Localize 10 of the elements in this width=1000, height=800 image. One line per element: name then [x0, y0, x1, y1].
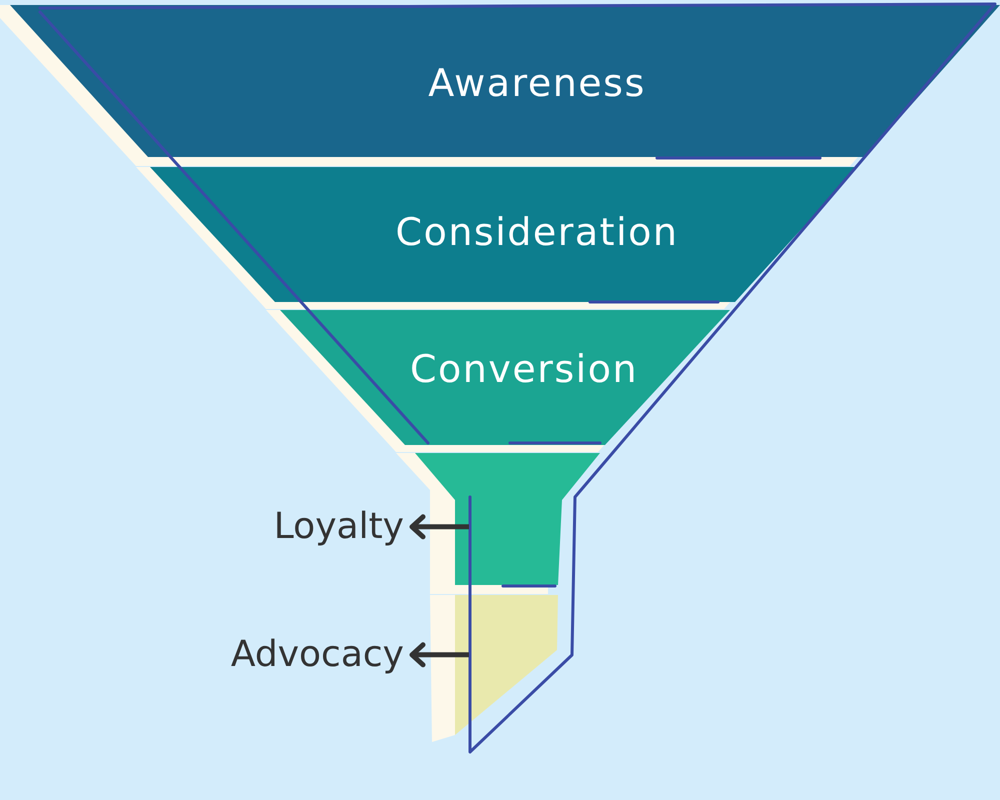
stage-label: Advocacy [230, 635, 414, 675]
stage-label: Loyalty [274, 507, 414, 547]
funnel-band [266, 310, 730, 452]
funnel-band [0, 5, 1000, 166]
funnel-segment [430, 595, 558, 742]
stage-name: Awareness [428, 62, 646, 106]
arrow [410, 514, 469, 540]
arrow [410, 642, 469, 668]
stage-name: Consideration [396, 211, 678, 255]
stage-name: Conversion [410, 348, 638, 392]
